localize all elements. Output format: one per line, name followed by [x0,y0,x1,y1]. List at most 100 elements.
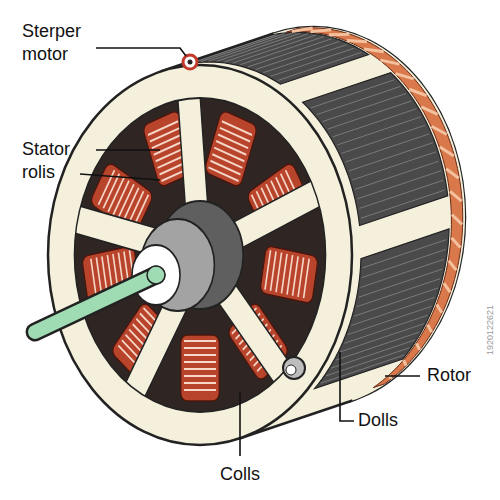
part-label: Colls [220,463,286,486]
lamination-stripe [217,33,301,61]
coil-turn [298,258,304,297]
coil-body [181,335,219,401]
copper-stripe [292,28,313,32]
coil-turn [184,340,216,342]
coil-turn [220,128,250,142]
lamination-stripe [256,41,340,69]
coil-turn [184,361,216,363]
copper-stripe [446,169,459,178]
lamination-stripe [361,259,445,287]
lamination-stripe [361,190,445,218]
stator-coil [181,335,219,401]
leader-lines [80,48,420,456]
coil-turn [184,354,216,356]
leader-line [80,174,160,180]
stator-coil [204,110,258,188]
mount-hole [286,365,296,375]
copper-stripe [347,41,367,42]
lamination-stripe [359,269,443,297]
copper-stripe [444,283,450,292]
front-face-detail [66,87,335,423]
coil-body [204,110,258,188]
frame-spoke [217,282,293,385]
coil-turn [150,128,180,142]
leader-line [96,48,186,56]
lamination-stripe [351,297,435,325]
lamination-stripe [278,52,362,80]
lamination-stripe [317,86,401,114]
coil-turn [214,148,244,162]
part-label: Dolls [358,409,424,432]
coil-turn [154,141,184,155]
coil-turn [91,259,97,298]
lamination-stripe [354,288,438,316]
coil-turn [293,256,299,295]
part-label: Stator rolis [22,138,86,184]
stator-coil [260,245,319,304]
part-label: Sterper motor [22,20,102,66]
lamination-stripe [344,315,428,343]
copper-stripe [409,89,426,95]
coil-turn [184,368,216,370]
leader-line [96,149,160,151]
rim-edge [74,98,325,412]
terminal-fitting [183,55,197,69]
stock-id: 1920122621 [485,305,495,355]
lamination-stripe [271,48,355,76]
coil-turn [304,259,310,298]
copper-stripe [310,30,331,32]
spoke-bar [178,94,208,208]
coil-turn [152,134,182,148]
copper-stripe [432,126,447,134]
coil-turn [212,154,242,168]
lamination-stripe [201,34,285,62]
coil-turn [287,255,293,294]
coil-turn [216,141,246,155]
copper-stripe [452,215,462,225]
coil-turn [218,134,248,148]
lamination-stripe [263,45,347,73]
shaft-bore [147,266,165,284]
terminal-pin [188,60,193,65]
coil-turn [184,347,216,349]
lamination-stripe [248,39,332,67]
copper-stripe [364,49,384,52]
lamination-stripe [322,94,406,122]
motor-body [35,27,465,445]
copper-stripe [329,33,350,36]
coil-turn [184,389,216,391]
coil-turn [222,121,252,135]
lamination-stripe [357,279,441,307]
coil-turn [265,250,271,289]
frame-rim [66,87,335,423]
mount-boss [283,357,305,379]
copper-stripe [421,107,437,114]
coil-turn [208,167,238,181]
frame-spoke [231,180,322,250]
leader-line [340,352,354,421]
copper-stripe [451,238,460,248]
leader-line [385,375,420,377]
coil-turn [270,251,276,290]
copper-stripe [404,360,406,365]
shaft-outline [35,275,156,332]
coil-turn [210,161,240,175]
leader-line [239,392,241,456]
coil-turn [184,382,216,384]
copper-stripe [450,191,461,201]
copper-stripe [449,261,457,270]
copper-stripe [440,147,454,156]
copper-stripe [396,74,414,79]
lamination-stripe [340,324,424,352]
lamination-stripe [225,34,309,62]
copper-stripe [437,304,442,312]
part-label: Rotor [427,364,493,387]
lamination-stripe [348,306,432,334]
spoke-bar [217,282,293,385]
shaft [35,275,156,332]
copper-stripe [380,60,399,64]
coil-turn [148,121,178,135]
